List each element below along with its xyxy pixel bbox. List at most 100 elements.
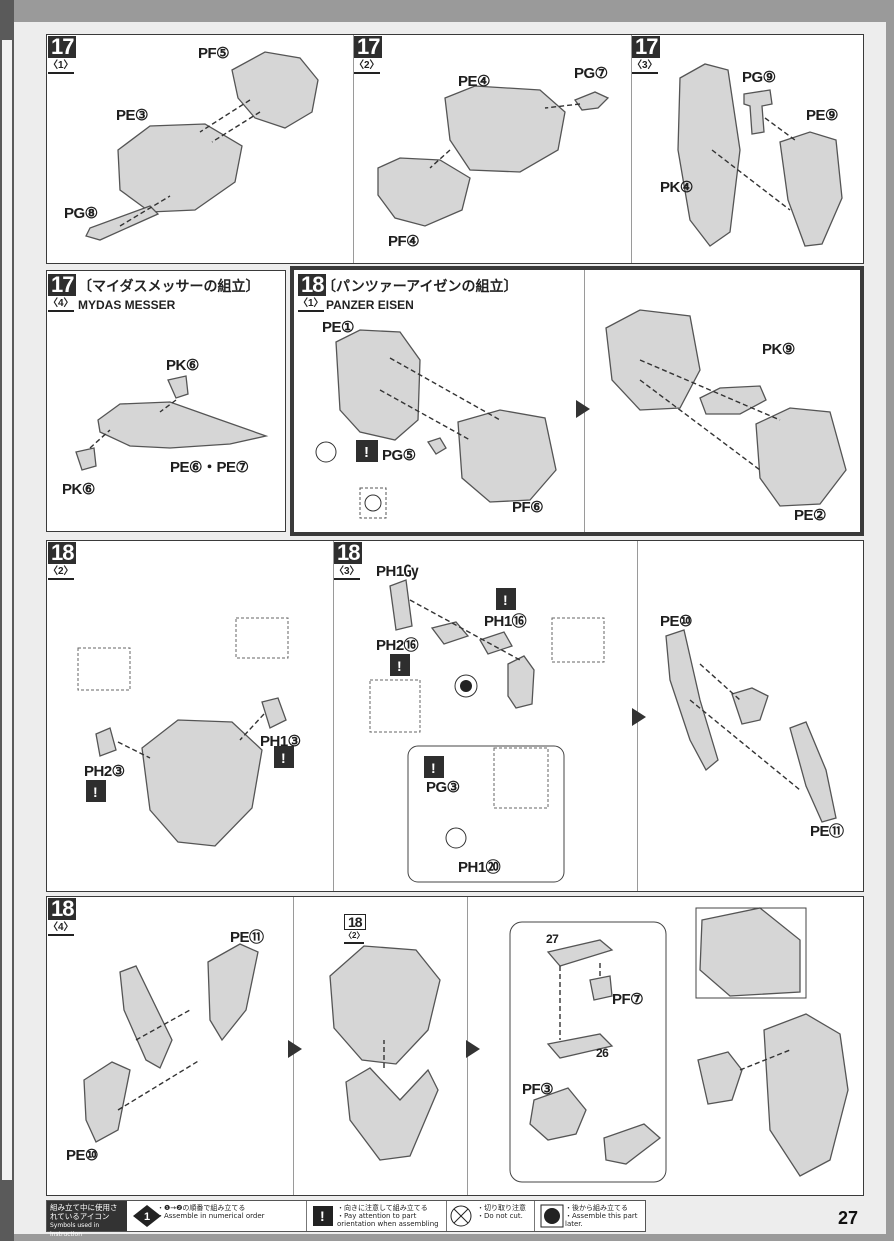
- label-ph1-20: PH1⑳: [458, 859, 501, 876]
- step-17-4-number: 17: [48, 274, 77, 296]
- next-arrow-18-1: [576, 400, 590, 418]
- part-pe1-b: [605, 309, 701, 411]
- part-pk6-top: [167, 375, 189, 399]
- ref-step-18-2-sub: 〈2〉: [344, 930, 364, 944]
- label-pe11-18-3: PE⑪: [810, 823, 844, 840]
- step-17-4-jp-title: 〔マイダスメッサーの組立〕: [78, 279, 260, 295]
- legend-item2-jp: ・向きに注意して組み立てる: [337, 1204, 428, 1212]
- caution-icon-ph1: [274, 746, 294, 768]
- step-17-1-number: 17: [48, 36, 77, 58]
- label-pe6-pe7: PE⑥・PE⑦: [170, 459, 249, 476]
- step-18-1-en-title: PANZER EISEN: [326, 298, 414, 312]
- part-final-shield: [763, 1013, 849, 1177]
- svg-text:!: !: [397, 658, 402, 674]
- part-pe3: [117, 123, 243, 213]
- step-18-1-jp-title: 〔パンツァーアイゼンの組立〕: [322, 279, 518, 295]
- part-pe1: [335, 329, 421, 441]
- label-p26: 26: [596, 1046, 609, 1060]
- page-number: 27: [838, 1208, 859, 1228]
- label-pk6-top: PK⑥: [166, 357, 199, 374]
- label-ph1-3: PH1③: [260, 733, 301, 750]
- part-pe10-18-3: [665, 629, 719, 772]
- part-mid-18-3: [731, 687, 769, 725]
- step-17-3-number: 17: [632, 36, 661, 58]
- step-18-1-number: 18: [298, 274, 327, 296]
- label-pe2: PE②: [794, 507, 826, 524]
- part-arm-left: [119, 965, 173, 1069]
- part-pf3: [529, 1087, 587, 1141]
- legend-title-jp: 組み立て中に使用されているアイコン: [50, 1203, 118, 1221]
- label-pk6-bottom: PK⑥: [62, 481, 95, 498]
- part-ph1-21: [389, 579, 413, 631]
- label-p27: 27: [546, 932, 559, 946]
- label-pe10-18-4: PE⑩: [66, 1147, 98, 1164]
- caution-icon-18-1: [356, 440, 378, 462]
- part-inset-closeup: [699, 907, 801, 997]
- label-pg9: PG⑨: [742, 69, 776, 86]
- next-arrow-18-4-a: [288, 1040, 302, 1058]
- legend-icons: 1 !: [133, 1204, 564, 1228]
- detail-box-18-2-left: [77, 647, 131, 691]
- svg-text:!: !: [93, 784, 98, 800]
- step-18-4-number: 18: [48, 898, 77, 920]
- part-pe2: [755, 407, 847, 507]
- label-pg8: PG⑧: [64, 205, 98, 222]
- detail-box-18-2-right: [235, 617, 289, 659]
- part-pf5: [231, 51, 319, 129]
- label-pg5: PG⑤: [382, 447, 416, 464]
- legend-title-en: Symbols used in instruction: [50, 1222, 100, 1238]
- part-claw-18-4: [345, 1067, 439, 1161]
- part-ph2-3: [95, 727, 117, 757]
- next-arrow-18-4-b: [466, 1040, 480, 1058]
- detail-box-18-3-left: [369, 679, 421, 733]
- step-17-4-en-title: MYDAS MESSER: [78, 298, 176, 312]
- step-17-1-sub: 〈1〉: [48, 60, 74, 74]
- legend-item4-en: ・Assemble this part later.: [565, 1212, 638, 1228]
- step-18-3-number: 18: [334, 542, 363, 564]
- legend-item2-en: ・Pay attention to part orientation when …: [337, 1212, 439, 1228]
- part-ph1-3: [261, 697, 287, 729]
- part-pe10-18-4: [83, 1061, 131, 1143]
- label-pf6: PF⑥: [512, 499, 544, 516]
- legend-numerical-order: ・❶→❷の順番で組み立てる ・Assemble in numerical ord…: [127, 1201, 307, 1231]
- label-pe4: PE④: [458, 73, 490, 90]
- label-pe9: PE⑨: [806, 107, 838, 124]
- assemble-later-icon: [544, 1208, 560, 1224]
- left-binding-edge: [0, 0, 14, 1241]
- do-not-cut-icon-18-1: [315, 441, 337, 463]
- label-pg7: PG⑦: [574, 65, 608, 82]
- part-final-hinge: [697, 1051, 743, 1105]
- caution-icon-ph1-16: [496, 588, 516, 610]
- label-ph1-16: PH1⑯: [484, 613, 527, 630]
- panel-17-4: [46, 270, 286, 532]
- part-pf4: [377, 157, 471, 227]
- legend-item1-jp: ・❶→❷の順番で組み立てる: [157, 1204, 246, 1212]
- svg-text:!: !: [431, 760, 436, 776]
- callout-box-18-4: [509, 921, 667, 1183]
- part-pk6-bottom: [75, 447, 97, 471]
- step-17-3-sub: 〈3〉: [632, 60, 658, 74]
- detail-box-18-3-pg: [493, 747, 549, 809]
- part-pg9: [743, 89, 773, 135]
- svg-text:!: !: [364, 444, 369, 461]
- legend-item1-en: ・Assemble in numerical order: [157, 1212, 265, 1220]
- svg-text:1: 1: [144, 1211, 150, 1223]
- caution-icon-ph2: [86, 780, 106, 802]
- part-pg8: [85, 205, 160, 241]
- step-17-2-sub: 〈2〉: [354, 60, 380, 74]
- label-pe1: PE①: [322, 319, 354, 336]
- caution-icon-pg3: [424, 756, 444, 778]
- do-not-cut-icon-18-3: [445, 827, 467, 849]
- part-mydas-blade: [97, 401, 269, 449]
- part-shield-18-4: [329, 945, 441, 1065]
- callout-box-18-3: [407, 745, 565, 883]
- part-pg7: [573, 91, 610, 111]
- step-18-2-number: 18: [48, 542, 77, 564]
- legend-item4-jp: ・後から組み立てる: [565, 1204, 628, 1212]
- part-p26: [546, 1033, 614, 1059]
